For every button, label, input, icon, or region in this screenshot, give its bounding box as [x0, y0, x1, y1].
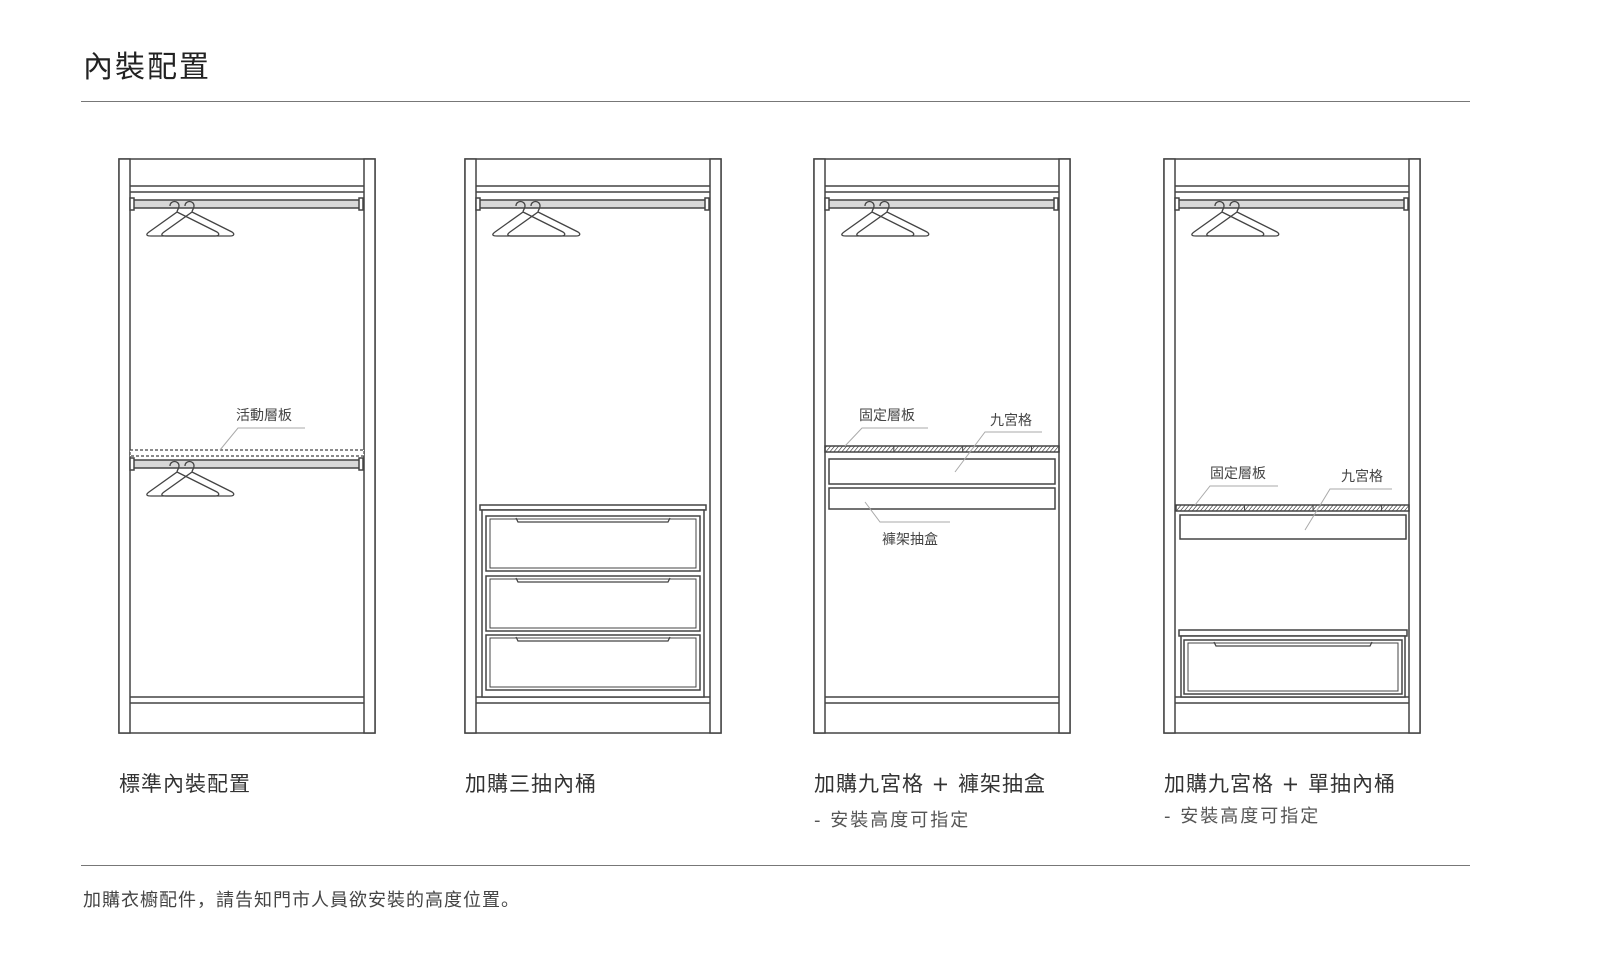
hanging-rod: [131, 459, 362, 469]
hanger-icon: [161, 200, 235, 237]
side-panel-left: [813, 158, 826, 734]
hanging-rod: [131, 199, 362, 209]
footnote: 加購衣櫥配件，請告知門市人員欲安裝的高度位置。: [83, 890, 520, 911]
subcaption-grid-pants: - 安裝高度可指定: [814, 810, 971, 831]
drawer-unit-top: [1178, 629, 1408, 637]
drawer-handle: [515, 636, 671, 642]
grid-organizer: [828, 458, 1056, 485]
caption-grid-pants: 加購九宮格 + 褲架抽盒: [814, 772, 1046, 796]
side-panel-right: [363, 158, 376, 734]
annotations: [219, 427, 1392, 531]
drawer-front: [1187, 642, 1399, 692]
rod-bracket: [1174, 197, 1180, 211]
drawer-front: [489, 578, 697, 629]
wardrobe-4: [1163, 158, 1421, 734]
subcaption-grid-single: - 安裝高度可指定: [1164, 806, 1321, 827]
drawer-handle: [515, 517, 671, 523]
rod-bracket: [704, 197, 710, 211]
hanger-icon: [146, 460, 220, 497]
caption-grid-single: 加購九宮格 + 單抽內桶: [1164, 772, 1396, 796]
rod-bracket: [358, 457, 364, 471]
hanger-icon: [161, 460, 235, 497]
side-panel-left: [464, 158, 477, 734]
drawer-handle: [515, 577, 671, 583]
fixed-shelf: [1175, 504, 1410, 512]
label-grid-organizer-2: 九宮格: [1341, 469, 1383, 485]
label-grid-organizer: 九宮格: [990, 413, 1032, 429]
side-panel-right: [1408, 158, 1421, 734]
hanger-icon: [841, 200, 915, 237]
label-fixed-shelf-2: 固定層板: [1210, 466, 1266, 482]
hanging-rod: [1176, 199, 1407, 209]
hanger-icon: [507, 200, 581, 237]
caption-three-drawers: 加購三抽內桶: [465, 772, 597, 796]
rod-bracket: [1403, 197, 1409, 211]
rod-bracket: [1053, 197, 1059, 211]
rod-bracket: [824, 197, 830, 211]
caption-standard: 標準內裝配置: [119, 772, 251, 796]
cabinet-frame: [118, 158, 376, 734]
pants-drawer: [828, 487, 1056, 510]
side-panel-left: [1163, 158, 1176, 734]
hanger-icon: [146, 200, 220, 237]
hanging-rod: [826, 199, 1057, 209]
rod-bracket: [358, 197, 364, 211]
label-pants-drawer: 褲架抽盒: [882, 531, 938, 548]
drawer-front: [489, 637, 697, 688]
bottom-divider: [81, 865, 1470, 866]
movable-shelf: [129, 449, 365, 457]
grid-organizer: [1179, 514, 1407, 540]
hanger-icon: [492, 200, 566, 237]
hanger-icon: [1206, 200, 1280, 237]
hanger-icon: [1191, 200, 1265, 237]
drawer-front: [489, 518, 697, 569]
side-panel-right: [709, 158, 722, 734]
wardrobe-1: [118, 158, 376, 734]
label-fixed-shelf: 固定層板: [859, 408, 915, 424]
top-divider: [81, 101, 1470, 102]
label-movable-shelf: 活動層板: [236, 408, 292, 424]
hanger-icon: [856, 200, 930, 237]
side-panel-left: [118, 158, 131, 734]
fixed-shelf: [824, 445, 1060, 453]
wardrobe-2: [464, 158, 722, 734]
page-title: 內裝配置: [83, 50, 211, 85]
rod-bracket: [129, 457, 135, 471]
rod-bracket: [129, 197, 135, 211]
wardrobe-3: [813, 158, 1071, 734]
side-panel-right: [1058, 158, 1071, 734]
hanging-rod: [477, 199, 708, 209]
drawer-handle: [1213, 641, 1373, 647]
rod-bracket: [475, 197, 481, 211]
